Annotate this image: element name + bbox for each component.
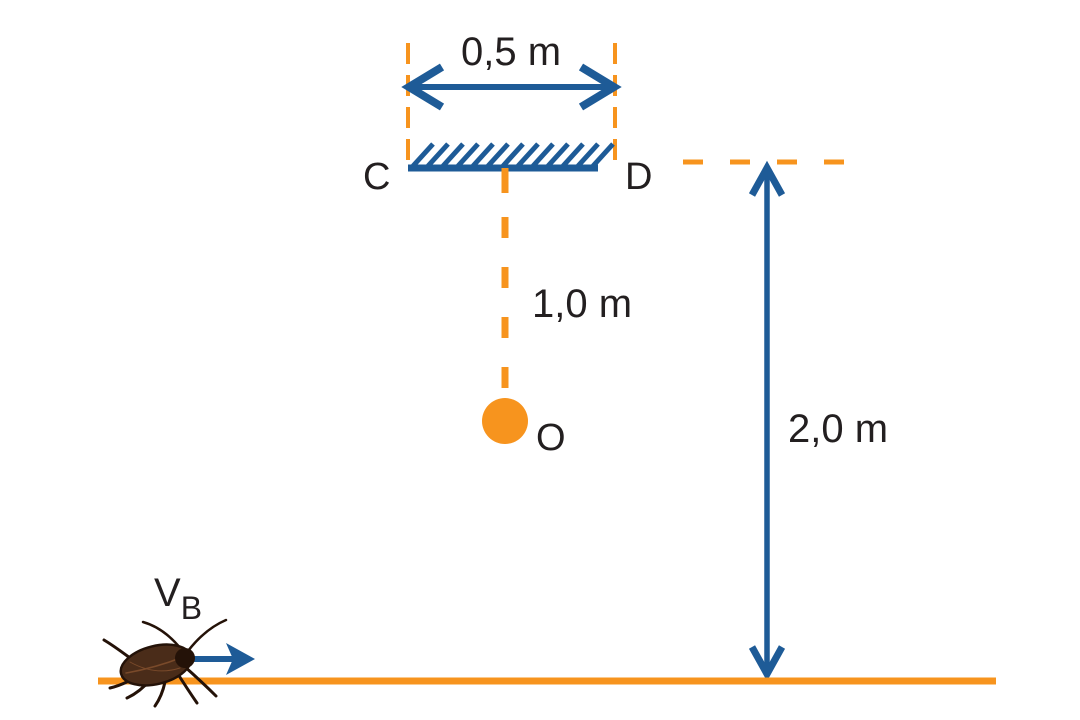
height-dimension-arrow (748, 160, 786, 682)
ceiling-support (408, 142, 615, 172)
pendulum-bob (482, 398, 528, 444)
string-length-label: 1,0 m (531, 282, 633, 326)
span-width-label: 0,5 m (460, 30, 562, 74)
arrowhead-down (748, 645, 786, 682)
point-d-label: D (625, 156, 653, 198)
cockroach-icon (102, 618, 228, 708)
arrowhead-velocity (226, 643, 255, 675)
velocity-subscript: B (180, 590, 203, 626)
span-extension-lines (406, 43, 617, 166)
arrowhead-right (578, 63, 622, 111)
arrowhead-up (748, 160, 786, 197)
velocity-arrow (192, 643, 255, 675)
height-label: 2,0 m (787, 407, 889, 451)
velocity-symbol: V (154, 571, 181, 615)
point-c-label: C (363, 156, 391, 198)
arrowhead-left (401, 63, 445, 111)
velocity-label: VB (154, 571, 202, 624)
ceiling-hatching (411, 142, 615, 168)
width-dimension-arrow (401, 63, 622, 111)
point-o-label: O (536, 417, 566, 459)
